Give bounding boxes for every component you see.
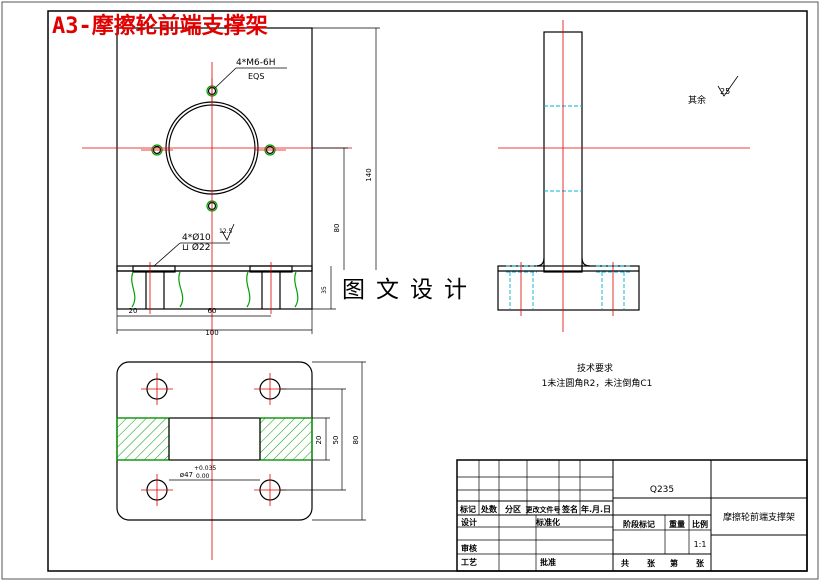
bore-tol-upper: +0.035 — [194, 465, 216, 472]
tb-stage-mark: 阶段标记 — [623, 519, 655, 529]
roughness-rest-label: 其余 — [688, 94, 706, 106]
top-view — [116, 361, 313, 521]
hole-spec-label: 4*Ø10 — [182, 232, 211, 243]
tb-zone: 分区 — [505, 504, 521, 514]
tb-weight: 重量 — [669, 519, 685, 529]
dim-height-total: 140 — [365, 168, 373, 181]
counterbore-label: ⊔ Ø22 — [182, 242, 210, 253]
dim-width-60: 60 — [208, 307, 217, 315]
thread-spec-label: 4*M6-6H — [236, 58, 275, 68]
tb-docno: 更改文件号 — [526, 505, 561, 514]
side-center-lines — [498, 20, 750, 332]
roughness-rest-value: 25 — [720, 87, 730, 96]
tb-design: 设计 — [461, 517, 477, 527]
tb-count: 处数 — [480, 504, 498, 514]
roughness-local-label: 12.5 — [219, 228, 233, 235]
dim-height-center: 80 — [333, 224, 341, 233]
material-label: Q235 — [650, 485, 674, 495]
tb-sheet-unit2: 张 — [696, 559, 705, 568]
inner-border — [47, 10, 808, 572]
dim-width-20: 20 — [129, 307, 138, 315]
front-view — [116, 27, 313, 310]
tb-mark: 标记 — [459, 504, 476, 514]
tb-sheet-label: 第 — [670, 558, 678, 568]
dim-side-small: 35 — [321, 286, 328, 294]
tb-sheet-unit1: 张 — [647, 559, 656, 568]
dim-plan-80: 80 — [352, 436, 360, 445]
drawing-title: A3-摩擦轮前端支撑架 — [52, 14, 268, 39]
part-name-label: 摩擦轮前端支撑架 — [723, 511, 795, 523]
drawing-text: 4*M6-6H EQS 4*Ø10 ⊔ Ø22 12.5 其余 25 140 8… — [129, 58, 795, 568]
bore-tol-lower: 0.00 — [196, 473, 210, 480]
front-center-lines — [82, 62, 352, 560]
watermark-label: 图文设计 — [336, 270, 486, 310]
tech-req-line1: 1未注圆角R2，未注倒角C1 — [542, 377, 653, 389]
tech-req-heading: 技术要求 — [577, 362, 613, 374]
top-dimensions — [169, 361, 366, 521]
side-hidden-lines — [506, 105, 630, 309]
tb-total-label: 共 — [621, 558, 629, 568]
tb-standardize: 标准化 — [535, 517, 560, 527]
roughness-symbol-icon — [717, 75, 739, 97]
dim-width-100: 100 — [205, 329, 218, 337]
tb-process: 工艺 — [461, 557, 477, 567]
tb-date: 年.月.日 — [581, 504, 611, 514]
tb-scale-label: 比例 — [692, 519, 708, 529]
dim-bore: ø47 — [180, 471, 193, 479]
side-view — [497, 31, 640, 311]
title-block-grid — [456, 459, 808, 572]
dim-plan-20: 20 — [315, 436, 323, 445]
dim-plan-50: 50 — [332, 436, 340, 445]
tb-approve: 批准 — [540, 557, 556, 567]
thread-eqs-label: EQS — [248, 72, 264, 81]
tb-scale-value: 1:1 — [694, 540, 707, 549]
tb-review: 审核 — [461, 543, 477, 553]
tb-sign: 签名 — [561, 504, 578, 514]
